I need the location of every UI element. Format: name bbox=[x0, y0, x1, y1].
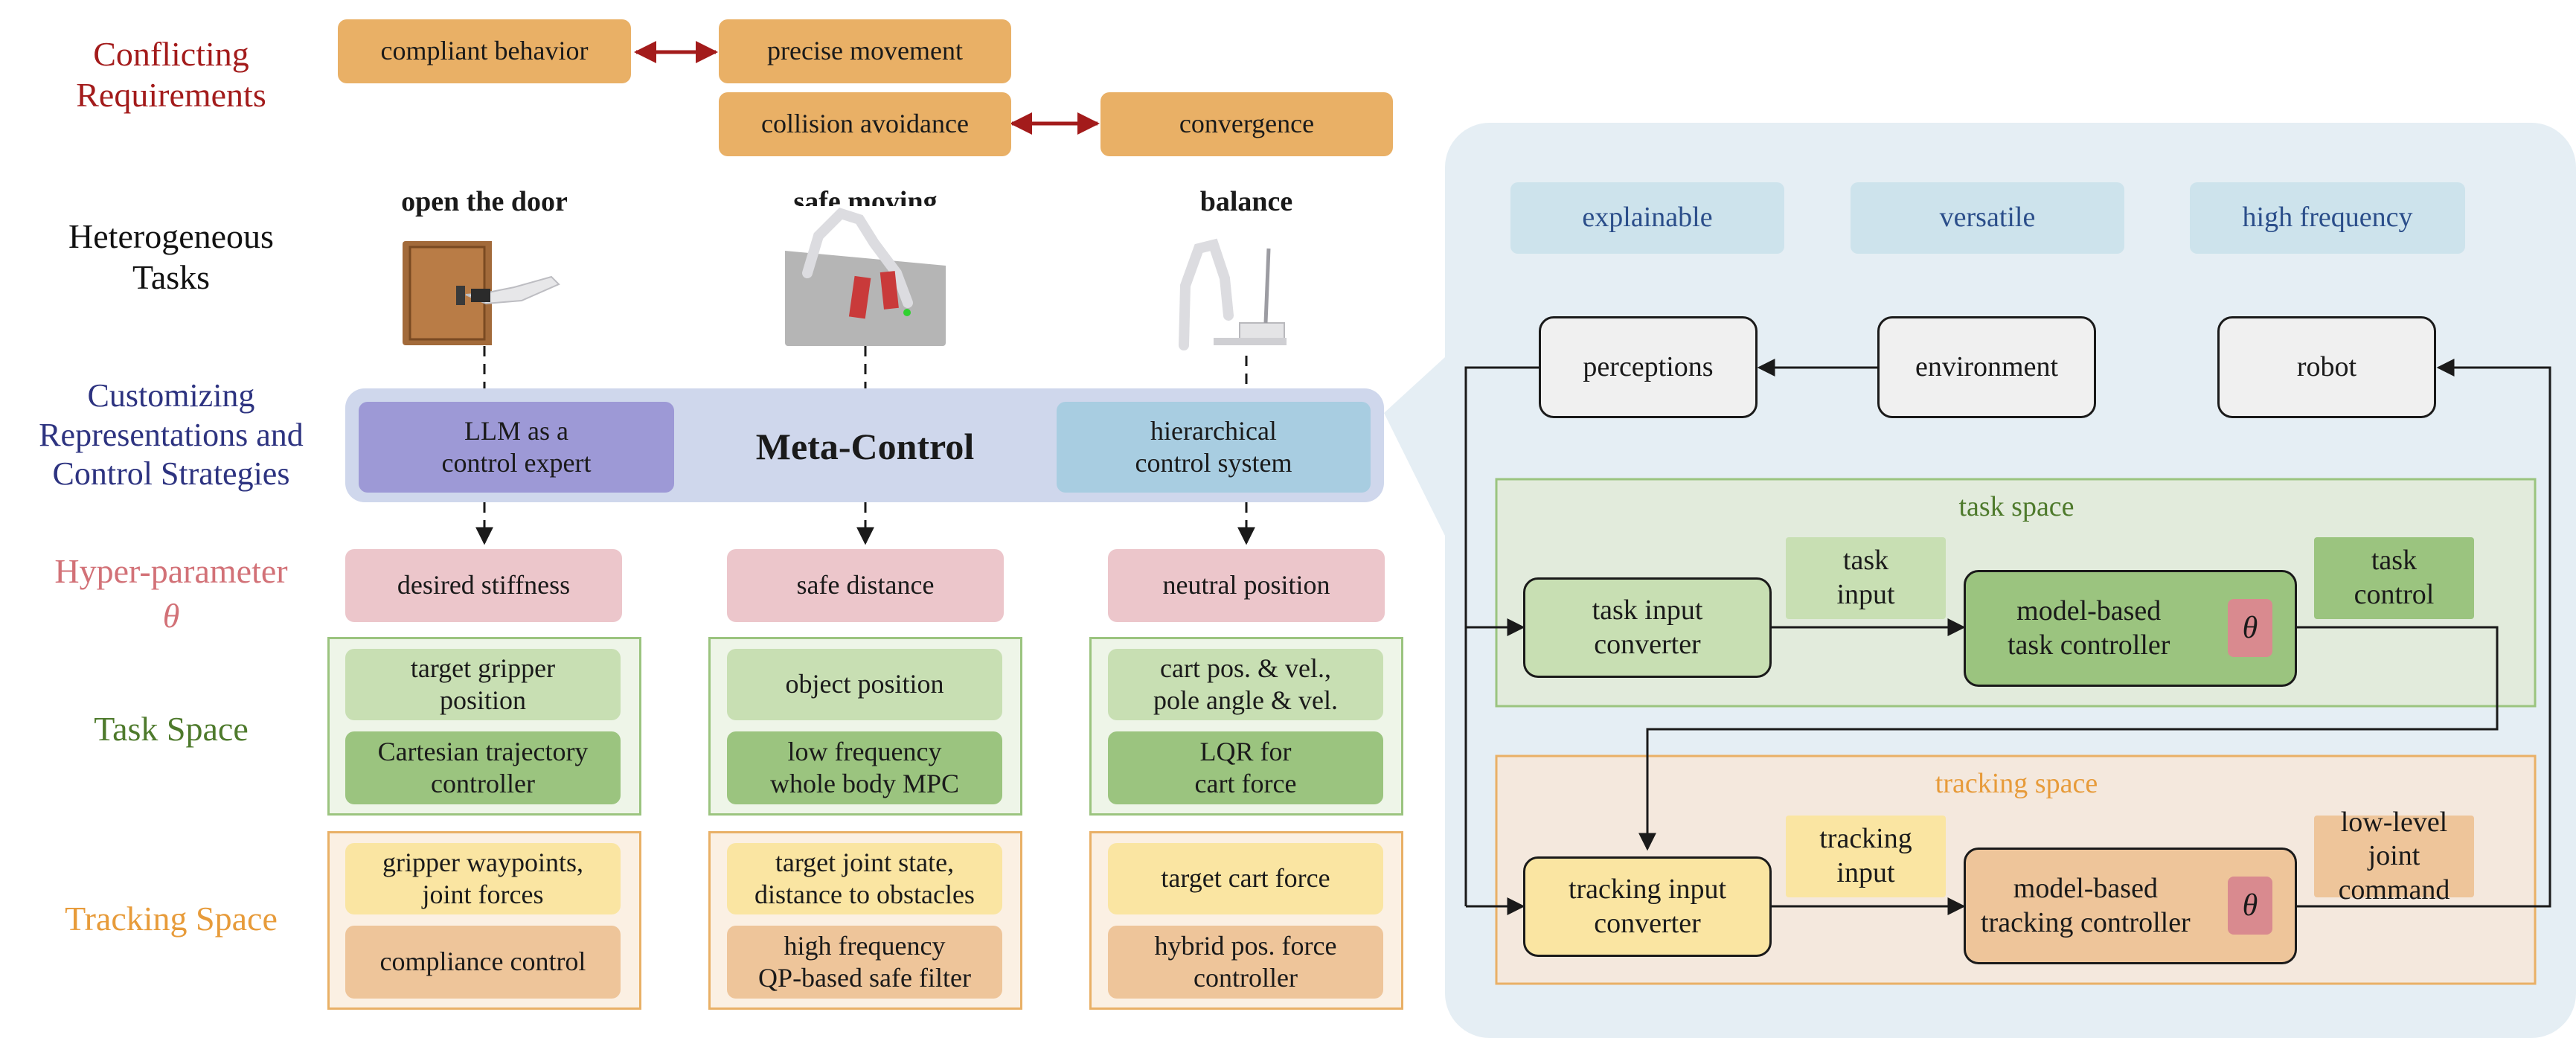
meta-control-title: Meta-Control bbox=[755, 426, 975, 467]
tracking-controller-2: high frequency QP-based safe filter bbox=[727, 926, 1002, 999]
perceptions-box: perceptions bbox=[1539, 316, 1758, 418]
zoom-callout-wedge bbox=[1384, 357, 1445, 536]
task-controller-2: low frequency whole body MPC bbox=[727, 731, 1002, 804]
hyper-desired-stiffness: desired stiffness bbox=[345, 549, 622, 622]
property-versatile: versatile bbox=[1851, 182, 2124, 254]
task-space-title: task space bbox=[1958, 491, 2074, 523]
balance-image bbox=[1169, 234, 1287, 356]
req-precise-movement: precise movement bbox=[719, 19, 1011, 83]
hierarchical-control-system: hierarchical control system bbox=[1057, 402, 1371, 493]
safe-moving-image bbox=[785, 206, 946, 346]
tracking-input-1: gripper waypoints, joint forces bbox=[345, 843, 621, 914]
task-title-balance: balance bbox=[1199, 186, 1293, 218]
tracking-theta-param: θ bbox=[2228, 877, 2272, 935]
model-based-tracking-controller: model-based tracking controller bbox=[1964, 848, 2297, 964]
task-input-converter: task input converter bbox=[1523, 577, 1772, 678]
llm-control-expert: LLM as a control expert bbox=[359, 402, 674, 493]
property-explainable: explainable bbox=[1510, 182, 1784, 254]
task-title-open-door: open the door bbox=[401, 186, 568, 218]
row-label-tracking-space: Tracking Space bbox=[65, 900, 278, 938]
environment-box: environment bbox=[1877, 316, 2096, 418]
task-input-label: task input bbox=[1786, 537, 1946, 619]
tracking-input-2: target joint state, distance to obstacle… bbox=[727, 843, 1002, 914]
task-theta-param: θ bbox=[2228, 599, 2272, 657]
joint-command-label: low-level joint command bbox=[2314, 807, 2474, 906]
hyper-neutral-position: neutral position bbox=[1108, 549, 1385, 622]
task-controller-3: LQR for cart force bbox=[1108, 731, 1383, 804]
tracking-controller-label: model-based tracking controller bbox=[1981, 872, 2191, 938]
tracking-controller-3: hybrid pos. force controller bbox=[1108, 926, 1383, 999]
row-label-representations: Customizing Representations and Control … bbox=[39, 377, 304, 493]
req-collision-avoidance: collision avoidance bbox=[719, 92, 1011, 156]
tracking-space-title: tracking space bbox=[1935, 768, 2098, 800]
hyper-safe-distance: safe distance bbox=[727, 549, 1004, 622]
row-label-task-space: Task Space bbox=[94, 710, 249, 749]
row-label-theta: θ bbox=[162, 597, 180, 635]
task-control-label: task control bbox=[2314, 537, 2474, 619]
row-label-requirements: Conflicting Requirements bbox=[76, 34, 266, 114]
property-high-frequency: high frequency bbox=[2190, 182, 2465, 254]
req-compliant-behavior: compliant behavior bbox=[338, 19, 631, 83]
row-label-tasks: Heterogeneous Tasks bbox=[68, 217, 274, 296]
robot-box: robot bbox=[2217, 316, 2436, 418]
task-input-1: target gripper position bbox=[345, 649, 621, 720]
req-convergence: convergence bbox=[1100, 92, 1393, 156]
tracking-input-3: target cart force bbox=[1108, 843, 1383, 914]
tracking-input-converter: tracking input converter bbox=[1523, 856, 1772, 957]
row-label-hyperparameter: Hyper-parameter bbox=[54, 552, 288, 591]
tracking-input-label: tracking input bbox=[1786, 816, 1946, 897]
task-controller-label: model-based task controller bbox=[2008, 595, 2170, 661]
task-input-2: object position bbox=[727, 649, 1002, 720]
tracking-controller-1: compliance control bbox=[345, 926, 621, 999]
task-input-3: cart pos. & vel., pole angle & vel. bbox=[1108, 649, 1383, 720]
task-controller-1: Cartesian trajectory controller bbox=[345, 731, 621, 804]
open-door-image bbox=[403, 241, 566, 345]
